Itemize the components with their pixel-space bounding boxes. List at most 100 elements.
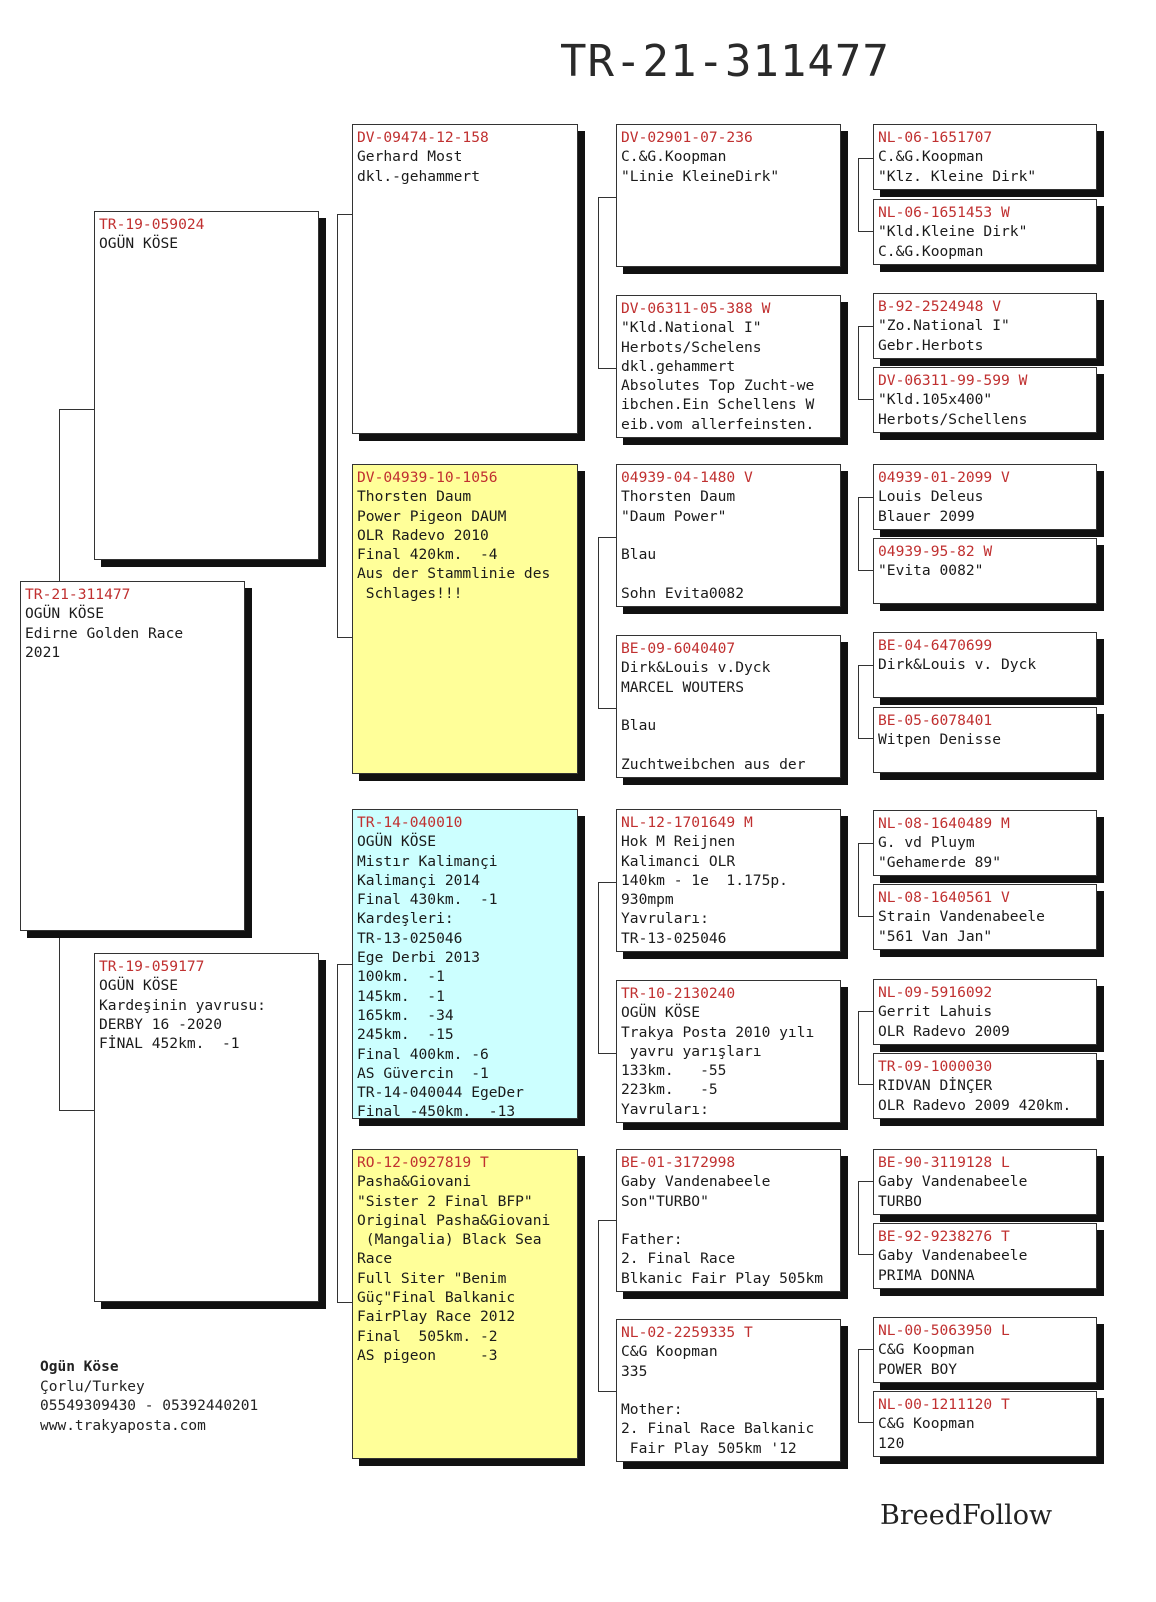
ancestor-card-g4[interactable]: BE-90-3119128 L Gaby Vandenabeele TURBO: [873, 1149, 1097, 1215]
ring-number: BE-04-6470699: [878, 637, 993, 654]
connector: [598, 1391, 616, 1392]
card-line: C&G Koopman: [878, 1415, 975, 1433]
connector: [858, 665, 859, 739]
ancestor-card-g3[interactable]: 04939-04-1480 V Thorsten Daum "Daum Powe…: [616, 464, 841, 607]
ancestor-card-g4[interactable]: NL-08-1640561 V Strain Vandenabeele "561…: [873, 884, 1097, 950]
card-line: Trakya Posta 2010 yılı: [621, 1023, 815, 1041]
ancestor-card-g4[interactable]: NL-06-1651453 W "Kld.Kleine Dirk" C.&G.K…: [873, 199, 1097, 265]
ancestor-card-g4[interactable]: B-92-2524948 V "Zo.National I" Gebr.Herb…: [873, 293, 1097, 359]
connector: [598, 537, 599, 709]
card-line: Aus der Stammlinie des: [357, 565, 551, 583]
card-line: AS Güvercin -1: [357, 1064, 489, 1082]
ancestor-card-g3[interactable]: DV-02901-07-236 C.&G.Koopman "Linie Klei…: [616, 124, 841, 267]
pigeon-card[interactable]: TR-21-311477 OGÜN KÖSE Edirne Golden Rac…: [20, 581, 245, 931]
card-line: 100km. -1: [357, 968, 445, 986]
owner-website[interactable]: www.trakyaposta.com: [40, 1417, 206, 1434]
connector: [598, 368, 616, 369]
ancestor-card-g4[interactable]: BE-04-6470699 Dirk&Louis v. Dyck: [873, 632, 1097, 698]
card-line: 930mpm: [621, 891, 674, 909]
ancestor-card-g4[interactable]: TR-09-1000030 RIDVAN DİNÇER OLR Radevo 2…: [873, 1053, 1097, 1119]
card-line: [621, 564, 836, 583]
card-line: Gaby Vandenabeele: [878, 1173, 1028, 1191]
connector: [858, 1084, 873, 1085]
card-line: Mistır Kalimançi: [357, 852, 498, 870]
ancestor-card-g4[interactable]: NL-08-1640489 M G. vd Pluym "Gehamerde 8…: [873, 810, 1097, 876]
ancestor-card-g4[interactable]: NL-09-5916092 Gerrit Lahuis OLR Radevo 2…: [873, 979, 1097, 1045]
ancestor-card-g3[interactable]: NL-12-1701649 M Hok M Reijnen Kalimanci …: [616, 809, 841, 952]
grandsire-maternal-card[interactable]: TR-14-040010 OGÜN KÖSE Mistır Kalimançi …: [352, 809, 578, 1119]
card-line: Strain Vandenabeele: [878, 908, 1045, 926]
card-line: dkl.-gehammert: [357, 167, 481, 185]
card-line: Sohn Evita0082: [621, 584, 745, 602]
ancestor-card-g3[interactable]: TR-10-2130240 OGÜN KÖSE Trakya Posta 201…: [616, 980, 841, 1123]
connector: [337, 637, 352, 638]
ring-number: B-92-2524948 V: [878, 298, 1002, 315]
connector: [858, 1011, 859, 1085]
connector: [858, 665, 873, 666]
card-line: 120: [878, 1434, 905, 1452]
ancestor-card-g4[interactable]: 04939-01-2099 V Louis Deleus Blauer 2099: [873, 464, 1097, 530]
card-line: 165km. -34: [357, 1006, 454, 1024]
mother-card[interactable]: TR-19-059177 OGÜN KÖSE Kardeşinin yavrus…: [94, 953, 319, 1302]
owner-city: Çorlu/Turkey: [40, 1378, 145, 1395]
card-line: Power Pigeon DAUM: [357, 507, 507, 525]
card-line: TR-13-025046: [357, 929, 463, 947]
ancestor-card-g4[interactable]: 04939-95-82 W "Evita 0082": [873, 538, 1097, 604]
card-line: dkl.gehammert: [621, 357, 736, 375]
card-line: Absolutes Top Zucht-we: [621, 377, 815, 395]
ancestor-card-g4[interactable]: DV-06311-99-599 W "Kld.105x400" Herbots/…: [873, 367, 1097, 433]
ancestor-card-g4[interactable]: NL-00-5063950 L C&G Koopman POWER BOY: [873, 1317, 1097, 1383]
card-line: Kardeşinin yavrusu:: [99, 996, 266, 1014]
ring-number: DV-09474-12-158: [357, 129, 489, 146]
ancestor-card-g3[interactable]: BE-09-6040407 Dirk&Louis v.Dyck MARCEL W…: [616, 635, 841, 778]
card-line: Güç"Final Balkanic: [357, 1289, 516, 1307]
card-line: FİNAL 452km. -1: [99, 1035, 240, 1053]
card-line: Fair Play 505km '12: [621, 1439, 797, 1457]
card-line: C&G Koopman: [878, 1341, 975, 1359]
card-line: PRIMA DONNA: [878, 1266, 975, 1284]
ancestor-card-g4[interactable]: NL-06-1651707 C.&G.Koopman "Klz. Kleine …: [873, 124, 1097, 190]
connector: [598, 537, 616, 538]
connector: [858, 399, 873, 400]
connector: [59, 409, 94, 410]
ancestor-card-g4[interactable]: BE-05-6078401 Witpen Denisse: [873, 707, 1097, 773]
card-line: Kardeşleri:: [357, 910, 454, 928]
card-line: "Sister 2 Final BFP": [357, 1192, 533, 1210]
card-line: "Evita 0082": [878, 562, 984, 580]
ring-number: RO-12-0927819 T: [357, 1154, 489, 1171]
card-line: Thorsten Daum: [357, 488, 472, 506]
card-line: "Kld.105x400": [878, 391, 993, 409]
connector: [598, 1053, 616, 1054]
card-line: Race: [357, 1250, 393, 1268]
owner-phones: 05549309430 - 05392440201: [40, 1398, 259, 1414]
card-line: Original Pasha&Giovani: [357, 1211, 551, 1229]
card-line: Blauer 2099: [878, 507, 975, 525]
card-line: C.&G.Koopman: [621, 148, 727, 166]
card-line: [621, 735, 836, 754]
ring-number: NL-08-1640489 M: [878, 815, 1010, 832]
card-line: "Linie KleineDirk": [621, 167, 780, 185]
grandsire-paternal-card[interactable]: DV-09474-12-158 Gerhard Most dkl.-gehamm…: [352, 124, 578, 434]
card-line: Final 400km. -6: [357, 1045, 489, 1063]
ancestor-card-g3[interactable]: BE-01-3172998 Gaby Vandenabeele Son"TURB…: [616, 1149, 841, 1292]
granddam-maternal-card[interactable]: RO-12-0927819 T Pasha&Giovani "Sister 2 …: [352, 1149, 578, 1459]
ancestor-card-g4[interactable]: NL-00-1211120 T C&G Koopman 120: [873, 1391, 1097, 1457]
pedigree-title: TR-21-311477: [560, 36, 890, 87]
connector: [858, 497, 859, 571]
card-line: Gerhard Most: [357, 148, 463, 166]
card-line: Blau: [621, 546, 657, 564]
card-line: 245km. -15: [357, 1026, 454, 1044]
ancestor-card-g3[interactable]: DV-06311-05-388 W "Kld.National I" Herbo…: [616, 295, 841, 438]
card-line: Gebr.Herbots: [878, 336, 984, 354]
card-line: Louis Deleus: [878, 488, 984, 506]
ring-number: BE-09-6040407: [621, 640, 736, 657]
ancestor-card-g4[interactable]: BE-92-9238276 T Gaby Vandenabeele PRIMA …: [873, 1223, 1097, 1289]
ancestor-card-g3[interactable]: NL-02-2259335 T C&G Koopman 335 Mother: …: [616, 1319, 841, 1462]
ring-number: TR-21-311477: [25, 586, 131, 603]
card-line: OLR Radevo 2009: [878, 1022, 1010, 1040]
father-card[interactable]: TR-19-059024 OGÜN KÖSE: [94, 211, 319, 560]
card-line: POWER BOY: [878, 1360, 958, 1378]
card-line: Thorsten Daum: [621, 488, 736, 506]
card-line: "561 Van Jan": [878, 927, 993, 945]
granddam-paternal-card[interactable]: DV-04939-10-1056 Thorsten Daum Power Pig…: [352, 464, 578, 774]
